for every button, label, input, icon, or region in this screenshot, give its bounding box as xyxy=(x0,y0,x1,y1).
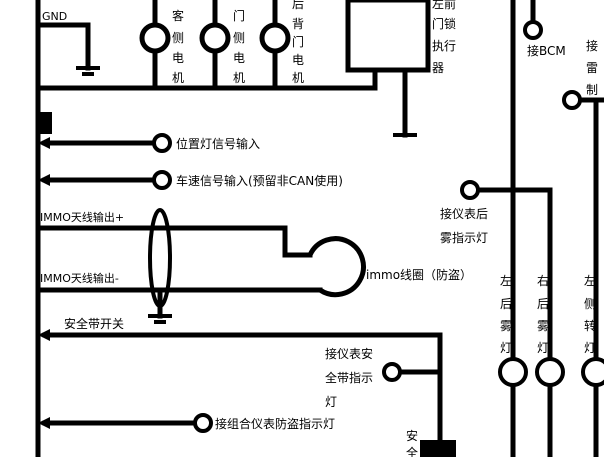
radar-connector xyxy=(562,90,582,110)
actuator-label: 左前 门锁 执行 器 xyxy=(432,0,460,75)
ground-symbols xyxy=(76,66,417,324)
antitheft-connector xyxy=(193,413,213,433)
radar-label: 接 雷 制 xyxy=(586,38,602,97)
top-connector-block xyxy=(40,112,52,134)
right-fog-label: 右 后 雾 灯 xyxy=(537,273,553,355)
bottom-connector-block xyxy=(420,440,456,457)
right-fog-lamp xyxy=(535,357,565,387)
fog-connector xyxy=(460,180,480,200)
immo-coil xyxy=(307,236,366,298)
seatbelt-switch-label: 安全带开关 xyxy=(64,316,124,331)
fog-indicator-label: 接仪表后 雾指示灯 xyxy=(440,206,492,245)
antitheft-arrow xyxy=(38,417,50,429)
motor2-symbol xyxy=(199,22,231,54)
immo-coil-label: immo线圈（防盗） xyxy=(366,267,472,282)
seatbelt-arrow xyxy=(38,329,50,341)
motor3-label: 后 背 门 电 机 xyxy=(292,0,308,85)
position-connector xyxy=(152,133,172,153)
motor1-label: 客 侧 电 机 xyxy=(172,8,188,85)
position-light-label: 位置灯信号输入 xyxy=(176,136,260,151)
immo-antenna-ellipse xyxy=(148,208,172,308)
left-fog-label: 左 后 雾 灯 xyxy=(500,273,516,355)
bcm-label: 接BCM xyxy=(527,43,566,58)
bottom-fragment-label: 安 xyxy=(406,428,418,443)
wires xyxy=(35,0,604,457)
antitheft-indicator-label: 接组合仪表防盗指示灯 xyxy=(215,416,335,431)
arrows xyxy=(38,137,50,429)
immo-plus-label: IMMO天线输出+ xyxy=(40,210,124,224)
actuator-box xyxy=(345,0,431,73)
motor-symbols xyxy=(139,22,291,54)
connectors xyxy=(152,20,604,433)
left-side-lamp xyxy=(581,357,604,387)
position-arrow xyxy=(38,137,50,149)
speed-arrow xyxy=(38,174,50,186)
seatbelt-indicator-label: 接仪表安 全带指示 灯 xyxy=(325,346,377,409)
motor3-symbol xyxy=(259,22,291,54)
speed-signal-label: 车速信号输入(预留非CAN使用) xyxy=(176,173,343,188)
left-side-lamp-label: 左 侧 转 灯 xyxy=(584,273,600,355)
motor2-label: 门 侧 电 机 xyxy=(233,8,249,85)
speed-connector xyxy=(152,170,172,190)
seatbelt-connector xyxy=(382,362,402,382)
bcm-connector xyxy=(523,20,543,40)
bottom-fragment2-label: 全 xyxy=(406,445,418,457)
motor1-symbol xyxy=(139,22,171,54)
gnd-label: GND xyxy=(42,10,67,23)
immo-minus-label: IMMO天线输出- xyxy=(40,271,119,285)
left-fog-lamp xyxy=(498,357,528,387)
